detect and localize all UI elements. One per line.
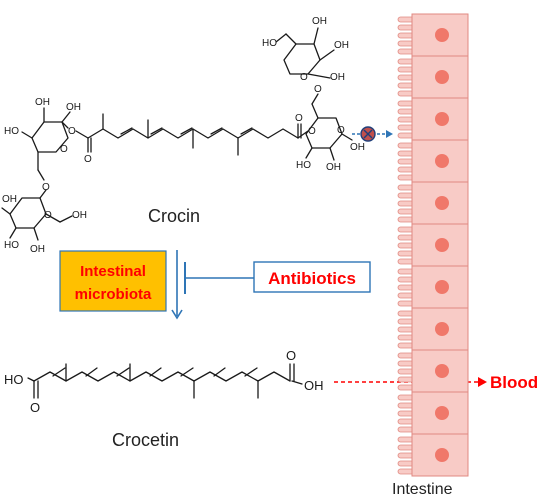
crocin-ring-o-3: O — [337, 125, 345, 136]
crocin-carbonyl-o-left: O — [84, 154, 92, 165]
antibiotic-inhibition — [184, 262, 254, 294]
cell-nucleus — [435, 28, 449, 42]
crocin-ring-o-4: O — [300, 72, 308, 83]
crocin-ring-o-1: O — [60, 144, 68, 155]
crocin-ho-3: HO — [296, 160, 311, 171]
conversion-arrow — [171, 250, 183, 320]
crocin-link-o-2: O — [314, 84, 322, 95]
epithelial-cell — [397, 223, 469, 267]
epithelial-cell — [397, 307, 469, 351]
epithelial-cell — [397, 139, 469, 183]
crocin-oh-8: OH — [312, 16, 327, 27]
cell-nucleus — [435, 70, 449, 84]
crocin-glucose-ring-4 — [283, 43, 321, 75]
crocin-oh-1: OH — [35, 97, 50, 108]
microbiota-line-1: Intestinal — [80, 263, 146, 280]
epithelial-cell — [397, 55, 469, 99]
epithelial-cell — [397, 391, 469, 435]
crocin-oh-6: OH — [326, 162, 341, 173]
blood-label: Blood — [490, 373, 538, 392]
epithelial-cell — [397, 13, 469, 57]
crocetin-polyene-chain — [33, 371, 291, 382]
antibiotics-box: Antibiotics — [253, 261, 371, 293]
crocin-ester-o-left: O — [68, 126, 76, 137]
crocin-ho-1: HO — [4, 126, 19, 137]
antibiotics-label: Antibiotics — [268, 269, 356, 288]
crocin-carbonyl-o-right: O — [295, 113, 303, 124]
crocin-oh-5: OH — [72, 210, 87, 221]
crocin-label: Crocin — [148, 206, 200, 226]
cell-nucleus — [435, 196, 449, 210]
crocin-oh-4: OH — [30, 244, 45, 255]
crocetin-label: Crocetin — [112, 430, 179, 450]
crocin-oh-10: OH — [330, 72, 345, 83]
cell-nucleus — [435, 406, 449, 420]
crocin-link-o-1: O — [42, 182, 50, 193]
intestinal-microbiota-box: Intestinal microbiota — [59, 250, 167, 312]
epithelial-cell — [397, 97, 469, 141]
cell-nucleus — [435, 112, 449, 126]
crocetin-ho: HO — [4, 372, 24, 387]
crocin-structure: O O O O OH OH HO O O OH HO OH O OH — [1, 16, 365, 255]
intestine-label: Intestine — [392, 481, 453, 498]
crocin-oh-3: OH — [2, 194, 17, 205]
crocin-ho-4: HO — [262, 38, 277, 49]
crocetin-structure: O HO O OH — [4, 348, 324, 415]
intestinal-epithelium — [397, 13, 469, 477]
crocetin-carbonyl-o-right: O — [286, 348, 296, 363]
crocin-oh-7: OH — [350, 142, 365, 153]
cell-nucleus — [435, 280, 449, 294]
cell-nucleus — [435, 322, 449, 336]
microbiota-line-2: microbiota — [75, 286, 152, 303]
cell-nucleus — [435, 448, 449, 462]
blocked-circle-icon — [360, 126, 376, 142]
crocetin-carbonyl-o-left: O — [30, 400, 40, 415]
crocin-oh-2: OH — [66, 102, 81, 113]
epithelial-cell — [397, 181, 469, 225]
crocin-oh-9: OH — [334, 40, 349, 51]
crocin-ester-o-right: O — [308, 126, 316, 137]
cell-nucleus — [435, 364, 449, 378]
epithelial-cell — [397, 433, 469, 477]
cell-nucleus — [435, 154, 449, 168]
epithelial-cell — [397, 265, 469, 309]
crocin-ho-2: HO — [4, 240, 19, 251]
blocked-crocin-absorption — [352, 126, 393, 142]
crocetin-oh: OH — [304, 378, 324, 393]
cell-nucleus — [435, 238, 449, 252]
epithelial-cell — [397, 349, 469, 393]
